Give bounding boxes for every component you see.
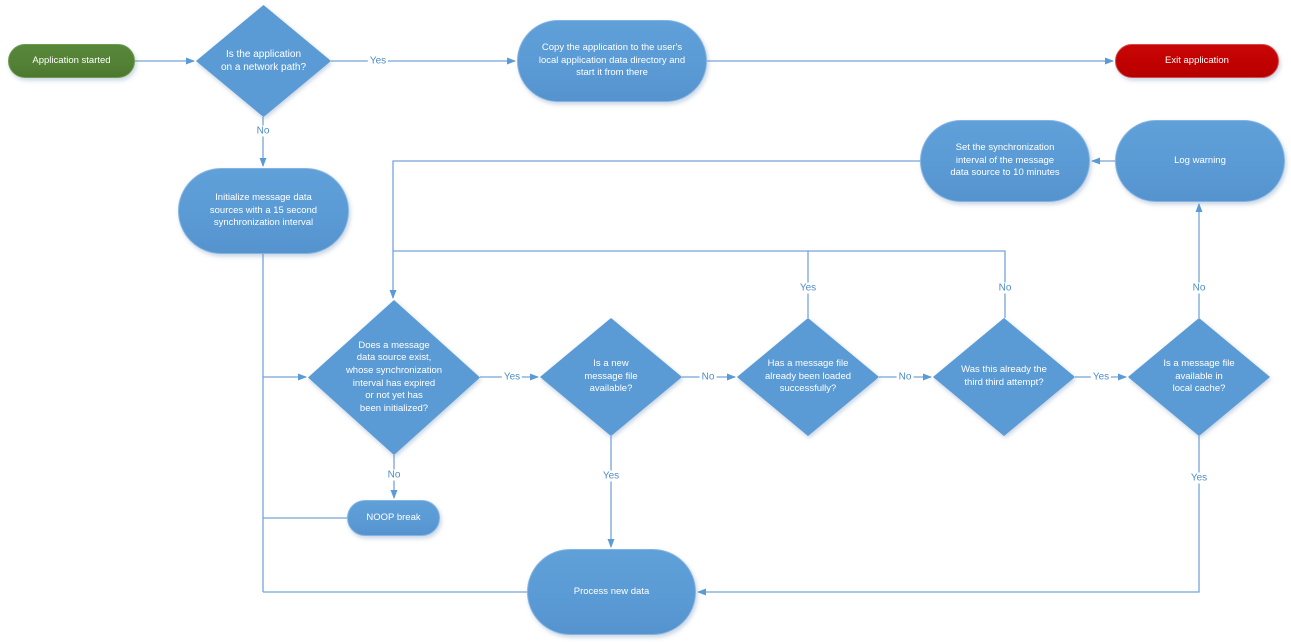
node-label: Log warning [1174,154,1226,166]
node-process-new-data: Process new data [527,549,696,635]
node-decision-local-cache: Is a message file available in local cac… [1128,318,1270,436]
edge-cache-yes-to-process [697,436,1200,596]
node-label: Set the synchronization interval of the … [950,142,1060,179]
node-initialize-sources: Initialize message data sources with a 1… [178,168,349,254]
edge-label-third-no: No [996,282,1014,294]
node-decision-new-message-file: Is a new message file available? [540,318,682,436]
edge-label-source-no: No [385,469,403,481]
edge-label-loaded-no: No [896,371,914,383]
node-exit-application: Exit application [1115,44,1279,78]
edge-label-cache-no: No [1190,282,1208,294]
edge-label-newfile-no: No [699,371,717,383]
node-label: Does a message data source exist, whose … [345,339,443,414]
node-label: Was this already the third third attempt… [961,364,1047,388]
node-log-warning: Log warning [1115,120,1285,202]
edge-setinterval-to-sourceexists [389,160,920,299]
node-label: Process new data [573,585,650,597]
node-label: Is the application on a network path? [220,48,307,73]
node-label: Initialize message data sources with a 1… [209,192,318,229]
edge-label-third-yes: Yes [1090,371,1112,383]
edge-label-loaded-yes: Yes [797,282,819,294]
node-noop-break: NOOP break [347,500,440,536]
node-label: Is a message file available in local cac… [1163,358,1235,395]
node-label: Has a message file already been loaded s… [764,358,852,395]
edge-label-source-yes: Yes [501,371,523,383]
node-label: Is a new message file available? [584,358,638,395]
edge-third-no-loopback [393,250,1006,318]
edge-label-network-yes: Yes [367,55,389,67]
node-label: NOOP break [366,511,421,523]
node-decision-network-path: Is the application on a network path? [196,5,331,117]
node-label: Copy the application to the user's local… [538,42,686,79]
edge-label-newfile-yes: Yes [600,470,622,482]
node-copy-application: Copy the application to the user's local… [517,20,707,102]
edge-label-network-no: No [254,125,272,137]
node-label: Application started [32,54,111,66]
node-decision-source-exists: Does a message data source exist, whose … [308,300,480,455]
node-decision-already-loaded: Has a message file already been loaded s… [737,318,879,436]
node-decision-third-attempt: Was this already the third third attempt… [933,318,1075,436]
node-application-started: Application started [8,44,135,78]
node-label: Exit application [1165,54,1229,66]
node-set-sync-interval: Set the synchronization interval of the … [920,120,1090,202]
edge-label-cache-yes: Yes [1188,472,1210,484]
